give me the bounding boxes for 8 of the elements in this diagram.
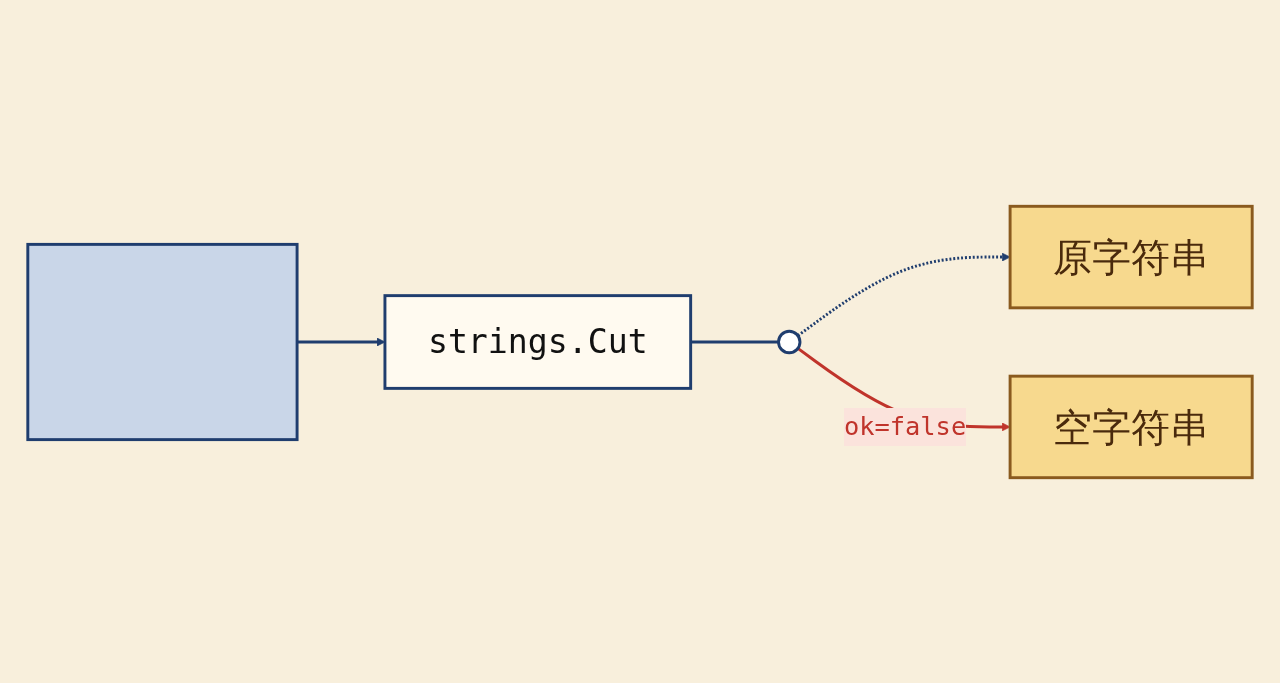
node-box: 空字符串	[1008, 374, 1254, 479]
node-box: 原字符串	[1008, 204, 1254, 309]
node-box: strings.Cut	[383, 293, 693, 390]
node-circle	[777, 329, 802, 354]
edge-label: ok=false	[843, 411, 967, 441]
node-box	[26, 242, 299, 441]
connector	[690, 340, 779, 343]
arrow	[797, 252, 1011, 337]
